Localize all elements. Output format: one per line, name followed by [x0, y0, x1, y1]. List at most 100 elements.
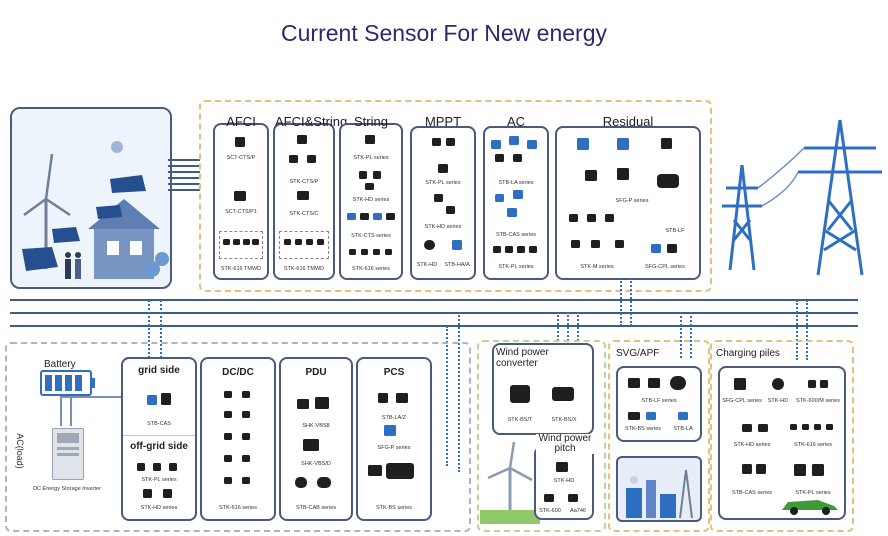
link-dotted: [620, 278, 622, 326]
sensor-chip: [153, 463, 161, 471]
sensor-chip: [386, 463, 414, 479]
sensor-chip: [648, 378, 660, 388]
panel-ac-label-2: STB-CAS series: [495, 232, 537, 238]
storage-inverter-label: DC Energy Storage Inverter: [33, 486, 101, 492]
sensor-chip: [808, 380, 816, 388]
panel-charging: SFG-CPL series STK-HD STK-600/M series S…: [718, 366, 846, 520]
panel-afci-string: AFCI&String STK-CTS/P STK-CTS/C STK-616 …: [273, 114, 347, 280]
sensor-chip: [303, 439, 319, 451]
panel-ac-title: AC: [506, 114, 526, 129]
charging-frame: [710, 340, 854, 532]
panel-mppt-label-1: STK-PL series: [425, 180, 461, 186]
charging-label-7: STK-PL series: [795, 490, 831, 496]
charging-label-2: STK-HD: [767, 398, 789, 404]
sensor-chip: [657, 174, 679, 188]
wind-frame: [477, 340, 606, 532]
charging-label-1: SFG-CPL series: [722, 398, 762, 404]
wind-pitch-title: Wind power pitch: [536, 434, 594, 454]
panel-afci-string-label-1: STK-CTS/P: [289, 179, 319, 185]
solar-house-illustration: [10, 107, 172, 289]
sensor-chip: [814, 424, 821, 430]
divider: [123, 435, 195, 436]
panel-string-label-2: STK-HD series: [352, 197, 390, 203]
sensor-chip: [544, 494, 554, 502]
sensor-chip: [315, 397, 329, 409]
sensor-chip: [242, 391, 250, 398]
off-grid-side-label-1: STK-PL series: [141, 477, 177, 483]
sensor-chip: [585, 170, 597, 181]
sensor-chip: [452, 240, 462, 250]
storage-inverter-icon: [52, 428, 84, 480]
panel-mppt: MPPT STK-PL series STK-HD series STK-HD …: [410, 114, 476, 280]
sensor-chip: [234, 191, 246, 201]
sensor-chip: [742, 464, 752, 474]
link-dotted: [630, 278, 632, 326]
sensor-chip: [794, 464, 806, 476]
sensor-chip: [493, 246, 501, 253]
sensor-chip: [513, 190, 523, 199]
top-frame: [199, 100, 712, 292]
wind-converter-title: Wind power converter: [496, 347, 549, 369]
svg-apf-frame: [608, 340, 710, 532]
off-grid-side-label-2: STK-HD series: [140, 505, 178, 511]
page-title: Current Sensor For New energy: [281, 20, 607, 46]
charging-label-4: STK-HD series: [733, 442, 771, 448]
panel-svg-apf: STB-LF series STK-BS series STB-LA: [616, 366, 702, 442]
svg-apf-label-2: STK-BS series: [624, 426, 662, 432]
sensor-chip: [147, 395, 157, 405]
sensor-chip: [507, 208, 517, 217]
panel-mppt-label-3: STK-HD: [416, 262, 438, 268]
bus-line-3: [10, 325, 858, 327]
sensor-chip: [396, 393, 408, 403]
sensor-chip: [513, 154, 522, 162]
pcs-label-2: SFG-P series: [377, 445, 411, 451]
panel-ac: AC STB-LA series STB-CAS series STK-PL s…: [483, 114, 549, 280]
sensor-chip: [224, 477, 232, 484]
panel-residual-title: Residual: [602, 114, 654, 129]
sensor-chip: [385, 249, 392, 255]
pdu-label-2: SHK-VBS/D: [301, 461, 331, 467]
sensor-chip: [820, 380, 828, 388]
bus-line-2: [10, 312, 858, 314]
charging-label-5: STK-616 series: [794, 442, 832, 448]
chip-group-box: [279, 231, 329, 259]
sensor-chip: [552, 387, 574, 401]
sensor-chip: [373, 171, 381, 179]
panel-pcs: PCS STB-LA/Z SFG-P series STK-BS series: [356, 357, 432, 521]
pdu-title: PDU: [305, 367, 327, 378]
sensor-chip: [361, 249, 368, 255]
sensor-chip: [670, 376, 686, 390]
battery-label: Battery: [44, 359, 76, 370]
sensor-chip: [790, 424, 797, 430]
sensor-chip: [424, 240, 435, 250]
panel-afci-string-label-2: STK-CTS/C: [289, 211, 319, 217]
battery-icon: [40, 370, 95, 396]
panel-residual-label-2: STB-LF: [665, 228, 685, 234]
sensor-chip: [651, 244, 661, 253]
panel-afci-string-label-3: STK-616 TMWD: [283, 266, 325, 272]
panel-afci-string-title: AFCI&String: [275, 114, 348, 129]
grid-side-label: STB-CAS: [147, 421, 171, 427]
panel-afci-label-1: SCT-CTS/P: [226, 155, 256, 161]
sensor-chip: [527, 140, 537, 149]
sensor-chip: [432, 138, 441, 146]
sensor-chip: [306, 239, 313, 245]
panel-wind-converter: Wind power converter STK-BS/T STK-BS/X: [492, 343, 594, 435]
sensor-chip: [495, 154, 504, 162]
sensor-chip: [224, 391, 232, 398]
pcs-label-3: STK-BS series: [375, 505, 413, 511]
link-dotted: [796, 300, 798, 360]
link-dotted: [806, 300, 808, 360]
sensor-chip: [495, 194, 504, 202]
sensor-chip: [386, 213, 395, 220]
sensor-chip: [243, 239, 250, 245]
sensor-chip: [587, 214, 596, 222]
link-dotted: [148, 300, 150, 358]
factory-illustration: [616, 456, 702, 522]
sensor-chip: [568, 494, 578, 502]
sensor-chip: [223, 239, 230, 245]
svg-apf-title: SVG/APF: [616, 348, 660, 359]
sensor-chip: [510, 385, 530, 403]
bus-line-1: [10, 299, 858, 301]
sensor-chip: [297, 135, 307, 144]
